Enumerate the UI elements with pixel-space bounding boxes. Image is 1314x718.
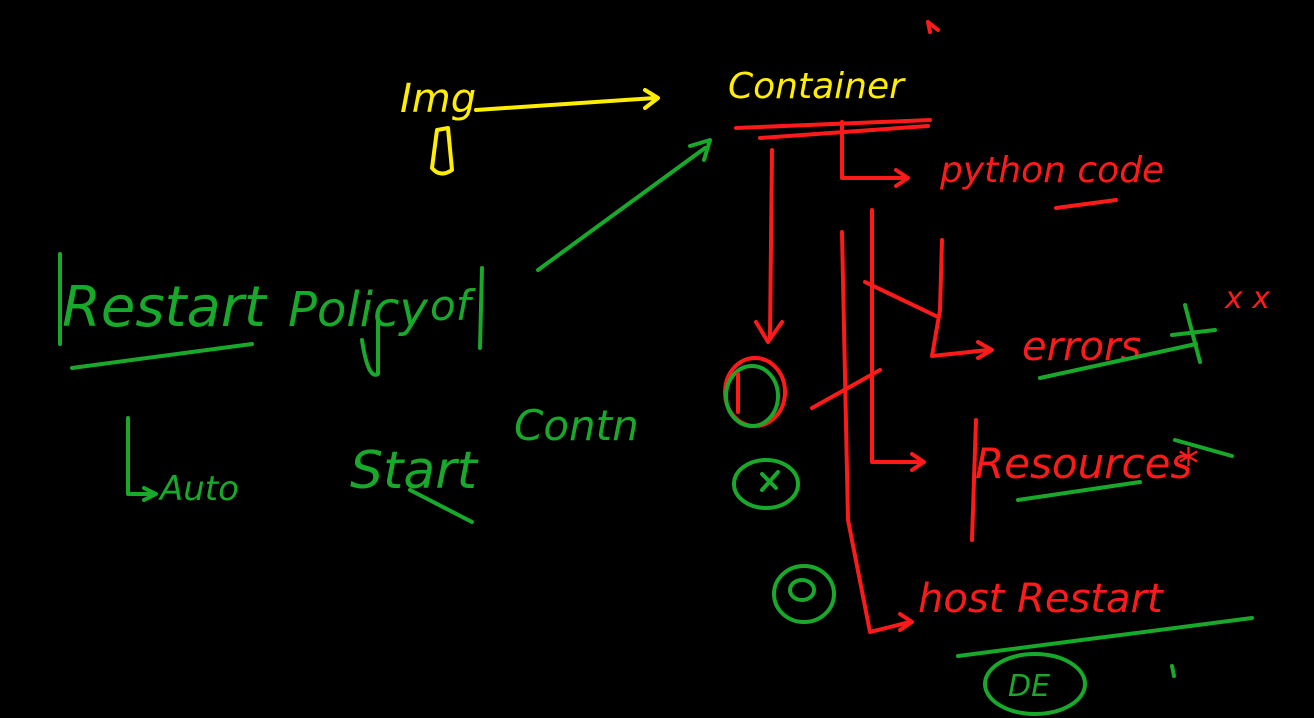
arrow-img-to-container-head	[643, 88, 660, 110]
container-underline-1	[734, 118, 932, 130]
auto-label: Auto	[158, 469, 239, 509]
policy-descender	[360, 318, 380, 377]
branch-host-restart-head	[898, 612, 914, 632]
arrow-down-to-container	[768, 148, 774, 340]
resources-label: Resources	[975, 439, 1192, 488]
python-code-underline	[1054, 198, 1118, 210]
resources-green-strike	[1173, 438, 1234, 458]
restart-underline	[70, 342, 254, 370]
sub-arrow-head	[142, 486, 158, 502]
state-circle-3-inner	[788, 578, 816, 602]
container-circle-green	[724, 364, 780, 428]
errors-x-marks: x x	[1224, 281, 1270, 316]
errors-green-x	[1170, 303, 1217, 364]
host-restart-underline	[956, 616, 1254, 658]
errors-crossline	[863, 280, 938, 318]
img-label: Img	[400, 76, 476, 122]
python-code-label: python code	[939, 150, 1164, 191]
red-tick-right	[810, 368, 882, 410]
sub-arrow-stroke	[126, 416, 152, 496]
arrow-down-head	[754, 320, 784, 344]
resources-star-mark: *	[1178, 439, 1199, 488]
container-short-label: Contn	[514, 401, 639, 450]
errors-underline	[1038, 342, 1198, 380]
state-circle-2-mark	[760, 470, 780, 492]
arrow-policy-to-container	[536, 146, 707, 272]
branch-resources	[870, 208, 922, 464]
img-group: Img	[400, 76, 476, 176]
resources-left-stroke	[970, 418, 978, 542]
arrow-img-to-container	[474, 96, 657, 112]
de-circle	[983, 652, 1087, 716]
container-label: Container	[728, 66, 906, 107]
state-circle-3	[772, 564, 836, 624]
branch-host-restart	[840, 230, 912, 634]
corner-tick	[926, 20, 940, 34]
of-stroke	[478, 266, 484, 350]
branch-errors-head	[976, 340, 994, 360]
restart-label: Restart	[62, 275, 268, 340]
branch-python-code-head	[894, 168, 910, 188]
img-descender-stroke	[430, 126, 454, 176]
small-dot	[1170, 664, 1176, 678]
branch-errors	[930, 238, 990, 358]
start-underline	[408, 488, 474, 524]
branch-resources-head	[910, 452, 926, 472]
state-circle-2	[732, 458, 800, 510]
de-label: DE	[1008, 669, 1050, 704]
of-label: of	[430, 281, 477, 330]
branch-python-code	[840, 120, 907, 180]
host-restart-label: host Restart	[918, 576, 1164, 622]
errors-label: errors	[1022, 324, 1141, 370]
arrow-policy-to-container-head	[688, 138, 712, 162]
policy-label: Policy	[288, 282, 428, 338]
resources-underline	[1016, 480, 1142, 502]
